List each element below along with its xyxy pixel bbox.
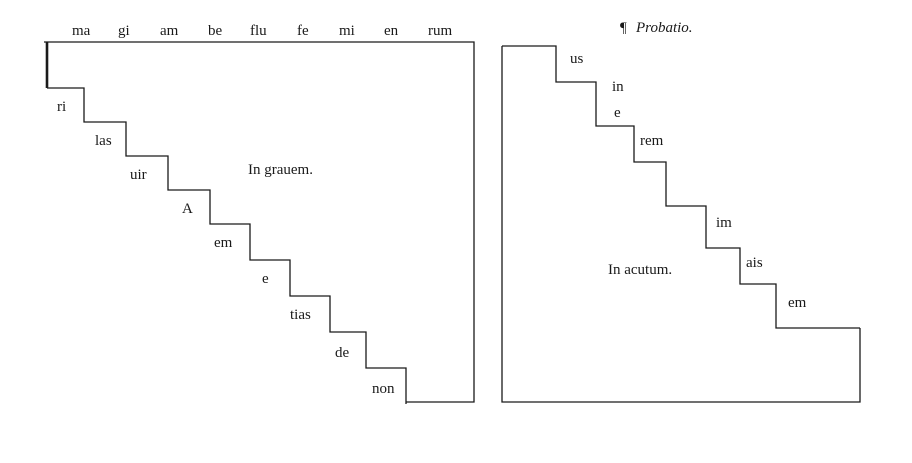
left-step-syllable-2: las: [95, 133, 112, 149]
right-title: Probatio.: [636, 20, 693, 36]
left-step-syllable-4: A: [182, 201, 193, 217]
left-frame: [44, 41, 475, 403]
left-step-syllable-5: em: [214, 235, 233, 251]
left-step-syllable-9: non: [372, 381, 395, 397]
right-step-syllable-5: im: [716, 215, 732, 231]
right-step-syllable-6: ais: [746, 255, 763, 271]
left-top-syllable-1: ma: [72, 23, 91, 39]
left-step-syllable-7: tias: [290, 307, 311, 323]
right-caption: In acutum.: [608, 262, 673, 278]
left-top-syllable-5: flu: [250, 23, 267, 39]
right-title-mark: ¶: [620, 20, 627, 36]
right-staircase: [502, 45, 860, 329]
left-top-syllable-4: be: [208, 23, 223, 39]
left-step-syllable-3: uir: [130, 167, 147, 183]
left-top-syllable-7: mi: [339, 23, 355, 39]
left-step-syllable-6: e: [262, 271, 269, 287]
right-step-syllable-2: in: [612, 79, 624, 95]
right-step-syllable-4: rem: [640, 133, 664, 149]
left-staircase: [47, 87, 407, 404]
right-step-syllable-7: em: [788, 295, 807, 311]
left-top-syllable-9: rum: [428, 23, 453, 39]
right-frame: [501, 46, 861, 403]
left-step-syllable-8: de: [335, 345, 350, 361]
right-step-syllable-3: e: [614, 105, 621, 121]
left-step-syllable-1: ri: [57, 99, 67, 115]
right-step-syllable-1: us: [570, 51, 584, 67]
left-top-syllable-8: en: [384, 23, 399, 39]
left-top-syllable-6: fe: [297, 23, 309, 39]
left-top-syllable-3: am: [160, 23, 179, 39]
left-top-syllable-2: gi: [118, 23, 130, 39]
left-caption: In grauem.: [248, 162, 313, 178]
